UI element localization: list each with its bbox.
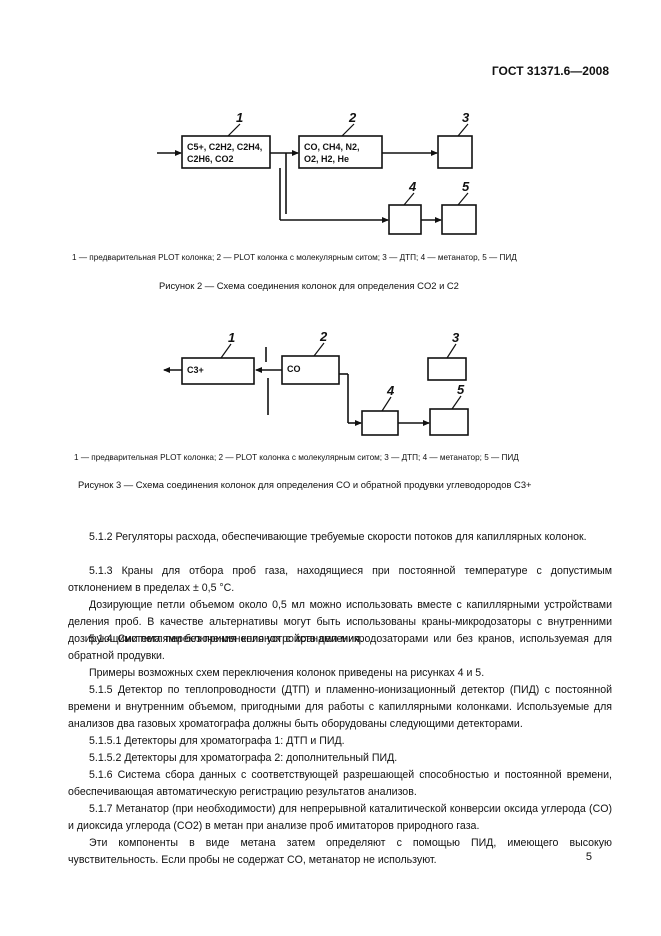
figure-3-caption: Рисунок 3 — Схема соединения колонок для… [78,479,532,490]
fig2-box-5 [441,204,477,235]
fig3-box-5 [429,408,469,436]
paragraph-5-1-3: 5.1.3 Краны для отбора проб газа, находя… [68,565,612,594]
paragraph-5-1-5-2: 5.1.5.2 Детекторы для хроматографа 2: до… [89,752,398,764]
fig2-leader-1 [227,123,241,137]
fig3-box-1 [181,357,255,385]
fig2-box-2-label-line1: CO, CH4, N2, [304,142,360,152]
fig3-box-2-label: CO [287,364,301,374]
document-header: ГОСТ 31371.6—2008 [491,64,609,78]
fig3-number-5: 5 [457,382,465,397]
fig2-leader-2 [341,123,355,137]
fig3-box-2 [281,355,340,385]
paragraph-dosing-loops: Дозирующие петли объемом около 0,5 мл мо… [68,599,612,645]
paragraph-5-1-2: 5.1.2 Регуляторы расхода, обеспечивающие… [89,531,587,543]
fig2-box-1 [181,135,271,169]
paragraph-5-1-6: 5.1.6 Система сбора данных с соответству… [68,769,612,798]
fig3-box-4 [361,410,399,436]
fig2-box-2-label-line2: O2, H2, He [304,154,349,164]
fig3-number-3: 3 [452,330,460,345]
fig2-number-5: 5 [462,179,470,194]
fig2-box-4 [388,204,422,235]
fig3-number-2: 2 [319,329,328,344]
paragraph-methane-detection: Эти компоненты в виде метана затем опред… [68,837,612,866]
fig3-leader-2 [313,342,325,357]
figure-2-diagram: 1 2 3 4 5 C5+, C2H2, C2H4, C2H6, CO2 CO,… [157,110,477,235]
fig3-box-3 [427,357,467,381]
fig2-leader-3 [457,123,469,137]
fig2-box-1-label-line1: C5+, C2H2, C2H4, [187,142,262,152]
fig2-box-2 [298,135,383,169]
paragraph-5-1-7: 5.1.7 Метанатор (при необходимости) для … [68,803,612,832]
fig3-number-4: 4 [386,383,395,398]
fig3-leader-4 [381,396,392,412]
fig2-box-3 [437,135,473,169]
figure-2-legend: 1 — предварительная PLOT колонка; 2 — PL… [72,253,517,262]
fig2-number-4: 4 [408,179,417,194]
fig2-number-2: 2 [348,110,357,125]
fig3-leader-5 [451,395,462,410]
paragraph-5-1-4: 5.1.4 Система переключения колонок с кра… [68,633,612,662]
fig2-number-1: 1 [236,110,243,125]
fig3-leader-1 [220,343,232,359]
fig2-leader-5 [457,192,469,206]
fig2-box-1-label-line2: C2H6, CO2 [187,154,234,164]
paragraph-5-1-5: 5.1.5 Детектор по теплопроводности (ДТП)… [68,684,612,730]
paragraph-5-1-5-1: 5.1.5.1 Детекторы для хроматографа 1: ДТ… [89,735,345,747]
fig3-box-1-label: C3+ [187,365,204,375]
fig2-number-3: 3 [462,110,470,125]
paragraph-examples: Примеры возможных схем переключения коло… [89,667,485,679]
figure-3-legend: 1 — предварительная PLOT колонка; 2 — PL… [74,453,519,462]
figure-3-diagram: 1 2 3 4 5 C3+ CO [163,329,469,436]
page-number: 5 [585,851,592,863]
figure-2-caption: Рисунок 2 — Схема соединения колонок для… [159,280,459,291]
fig2-leader-4 [403,192,415,206]
fig3-leader-3 [446,343,457,359]
fig3-number-1: 1 [228,330,235,345]
